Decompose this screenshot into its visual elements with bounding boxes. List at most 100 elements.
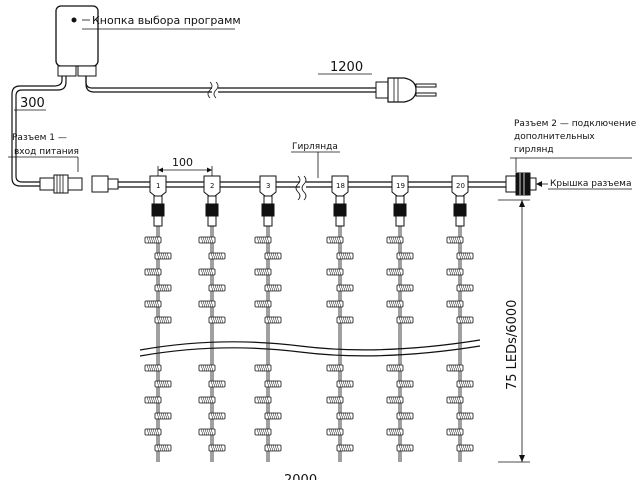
led-icon [254, 364, 272, 372]
led-icon [144, 428, 162, 436]
led-icon [326, 364, 344, 372]
led-icon [386, 268, 404, 276]
led-icon [144, 364, 162, 372]
led-icon [264, 316, 282, 324]
led-icon [264, 284, 282, 292]
led-icon [198, 364, 216, 372]
connector-1-female-icon [91, 175, 119, 193]
led-icon [386, 428, 404, 436]
main-trunk [118, 175, 510, 201]
led-icon [254, 300, 272, 308]
led-icon [254, 428, 272, 436]
led-icon [446, 428, 464, 436]
strand-number-20: 20 [456, 182, 465, 190]
led-strand [386, 195, 414, 462]
led-icon [396, 284, 414, 292]
led-icon [456, 252, 474, 260]
led-icon [208, 380, 226, 388]
led-icon [326, 300, 344, 308]
led-icon [386, 236, 404, 244]
led-strands [144, 195, 474, 462]
junction-1: 1 [149, 175, 167, 197]
led-icon [336, 284, 354, 292]
led-icon [198, 268, 216, 276]
led-icon [154, 380, 172, 388]
led-icon [144, 300, 162, 308]
led-icon [386, 396, 404, 404]
led-strand [254, 195, 282, 462]
led-icon [326, 268, 344, 276]
led-icon [154, 284, 172, 292]
bottom-dimension-label: 2000 [284, 473, 317, 480]
program-button-icon [71, 17, 77, 23]
led-icon [254, 268, 272, 276]
junction-19: 19 [391, 175, 409, 197]
led-icon [198, 396, 216, 404]
connector1-label-line2: вход питания [14, 147, 79, 157]
led-icon [254, 396, 272, 404]
program-button-label: Кнопка выбора программ [92, 14, 241, 27]
led-icon [208, 284, 226, 292]
led-icon [144, 396, 162, 404]
led-icon [154, 252, 172, 260]
led-icon [208, 412, 226, 420]
led-strand [446, 195, 474, 462]
garland-label: Гирлянда [292, 142, 338, 152]
connector-2-icon [505, 172, 537, 196]
vertical-dimension-label: 75 LEDs/6000 [505, 300, 520, 390]
led-icon [386, 300, 404, 308]
strand-number-18: 18 [336, 182, 345, 190]
cable-1200-label: 1200 [330, 60, 363, 75]
connector1-label-line1: Разъем 1 — [12, 133, 67, 143]
led-icon [336, 252, 354, 260]
power-plug-icon [375, 77, 437, 103]
led-icon [264, 444, 282, 452]
led-icon [326, 396, 344, 404]
led-icon [208, 316, 226, 324]
connector-1-icon [39, 174, 83, 194]
connector-cap-label: Крышка разъема [550, 179, 631, 189]
spacing-100-label: 100 [172, 156, 193, 169]
led-strand [144, 195, 172, 462]
led-icon [396, 252, 414, 260]
led-icon [336, 316, 354, 324]
led-icon [264, 252, 282, 260]
controller-box [55, 5, 235, 77]
strand-number-2: 2 [210, 182, 214, 190]
led-icon [456, 444, 474, 452]
strand-junctions: 1 2 3 18 19 20 [149, 175, 469, 197]
led-icon [456, 380, 474, 388]
led-icon [198, 428, 216, 436]
led-icon [326, 428, 344, 436]
led-icon [446, 396, 464, 404]
connector2-label-line2: дополнительных [514, 132, 595, 142]
power-cable [85, 76, 378, 99]
led-icon [144, 268, 162, 276]
led-icon [386, 364, 404, 372]
led-icon [208, 444, 226, 452]
led-icon [264, 380, 282, 388]
spacing-dimension [157, 166, 213, 176]
cable-300-label: 300 [20, 96, 45, 111]
led-icon [446, 300, 464, 308]
led-icon [326, 236, 344, 244]
junction-2: 2 [203, 175, 221, 197]
led-icon [456, 412, 474, 420]
led-icon [154, 412, 172, 420]
led-icon [144, 236, 162, 244]
led-icon [396, 316, 414, 324]
led-strand [198, 195, 226, 462]
led-icon [198, 300, 216, 308]
vertical-dimension [498, 199, 530, 463]
led-strand [326, 195, 354, 462]
connector2-label-line3: гирлянд [514, 145, 554, 155]
junction-20: 20 [451, 175, 469, 197]
cable-300 [11, 76, 67, 187]
break-line [139, 339, 481, 357]
strand-number-1: 1 [156, 182, 160, 190]
connector2-label-line1: Разъем 2 — подключение [514, 119, 637, 129]
led-icon [208, 252, 226, 260]
led-icon [396, 412, 414, 420]
cap-arrow [536, 181, 632, 190]
